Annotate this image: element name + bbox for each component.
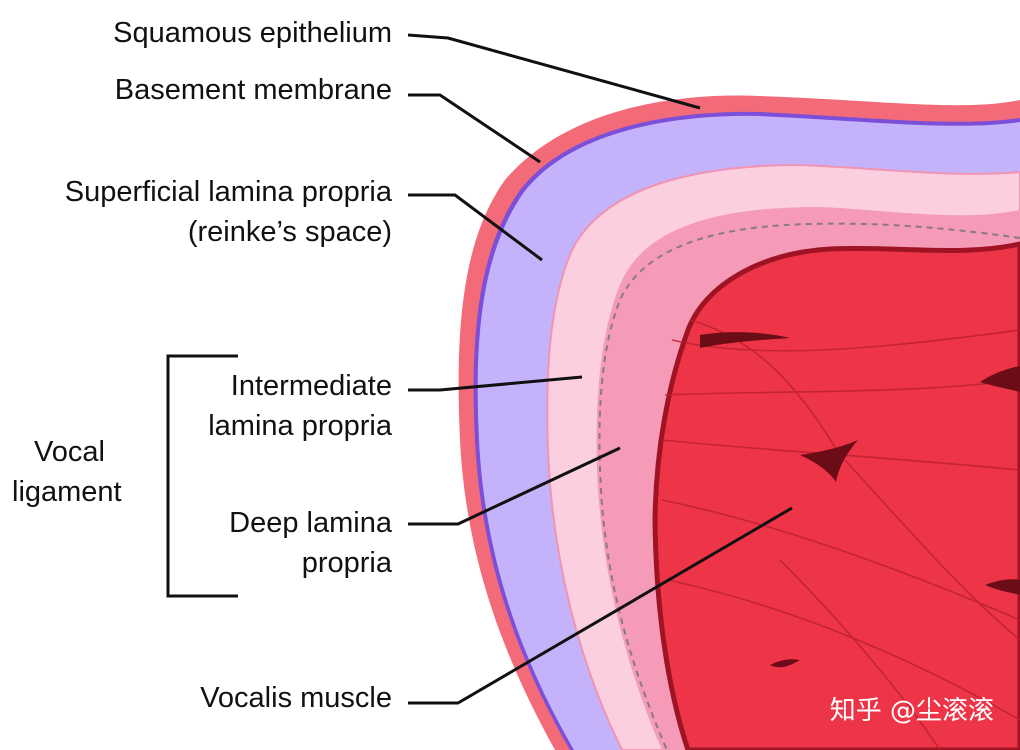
vocal-ligament-bracket xyxy=(166,354,238,598)
label-deep-line1: Deep lamina xyxy=(229,507,392,539)
leader-deep-lamina-propria xyxy=(408,446,621,526)
leader-superficial-lamina-propria xyxy=(408,193,543,262)
leader-lines xyxy=(166,33,793,705)
leader-squamous-epithelium xyxy=(407,33,701,110)
dashed-boundary-line xyxy=(598,222,1020,750)
muscle-fibers xyxy=(661,319,1020,750)
label-squamous-epithelium: Squamous epithelium xyxy=(113,17,392,49)
label-deep-line2: propria xyxy=(301,547,392,579)
label-basement-membrane: Basement membrane xyxy=(114,74,392,106)
label-vocalis-muscle: Vocalis muscle xyxy=(200,682,392,714)
label-vocal-line2: ligament xyxy=(12,476,122,508)
label-intermediate-line2: lamina propria xyxy=(208,410,392,442)
label-reinkes-space: (reinke’s space) xyxy=(187,216,392,248)
label-intermediate-line1: Intermediate xyxy=(230,370,392,402)
vocalis-muscle-layer xyxy=(652,241,1020,750)
label-superficial-lamina-propria: Superficial lamina propria xyxy=(64,176,392,208)
leader-basement-membrane xyxy=(408,93,541,164)
label-vocal-line1: Vocal xyxy=(34,436,105,468)
leader-intermediate-lamina-propria xyxy=(408,375,583,392)
muscle-fiber-gaps xyxy=(700,332,1020,668)
watermark: 知乎 @尘滚滚 xyxy=(829,696,994,726)
leader-vocalis-muscle xyxy=(408,506,793,705)
